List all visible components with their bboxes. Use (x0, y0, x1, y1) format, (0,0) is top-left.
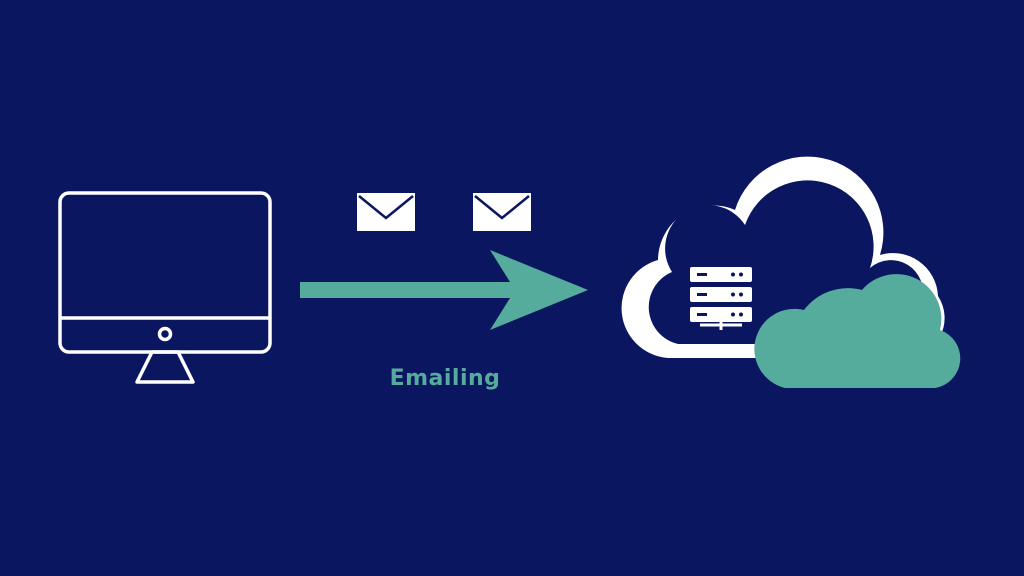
envelope-icon (473, 193, 531, 231)
arrow-right-icon (300, 250, 588, 330)
server-icon (690, 267, 752, 330)
cloud-icon (754, 274, 961, 388)
envelope-icon (357, 193, 415, 231)
monitor-icon (58, 191, 272, 384)
emailing-label: Emailing (389, 366, 501, 391)
